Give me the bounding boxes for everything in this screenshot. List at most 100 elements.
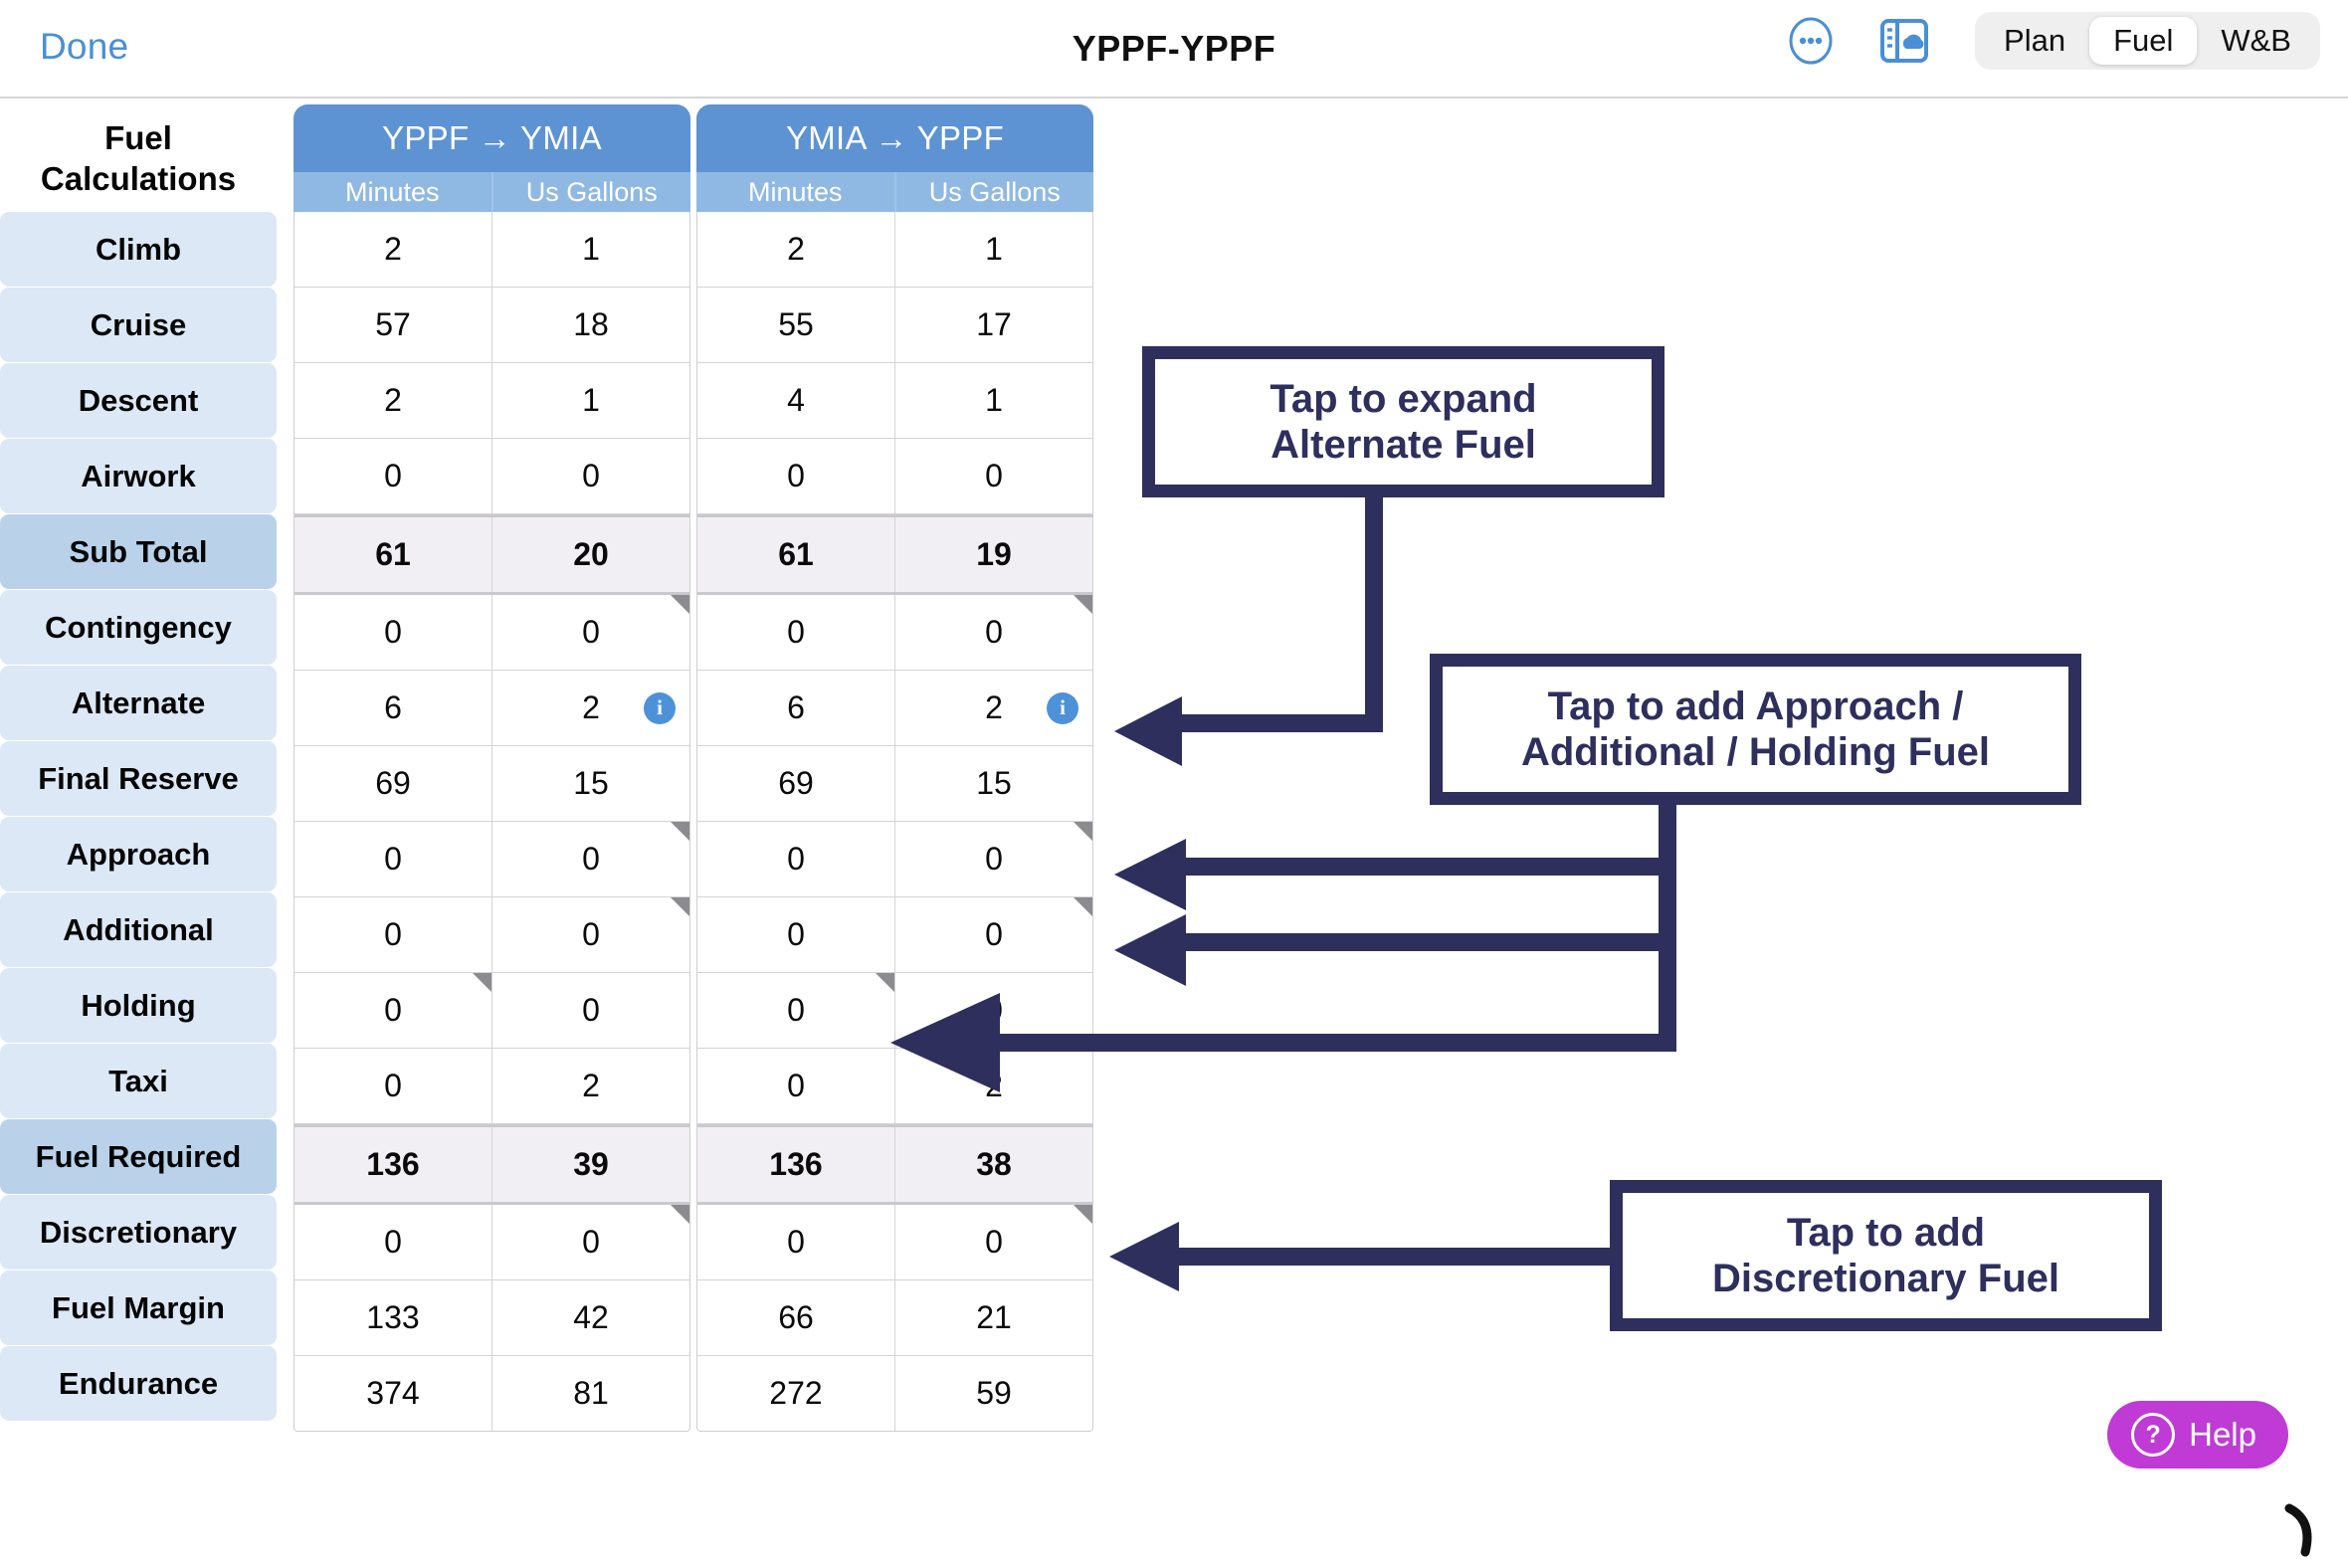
row-label-fuel-required[interactable]: Fuel Required <box>0 1119 277 1194</box>
cell-fuel-margin-gallons[interactable]: 42 <box>492 1280 689 1355</box>
cell-airwork-gallons[interactable]: 0 <box>492 439 689 513</box>
cell-sub-total-gallons[interactable]: 20 <box>492 517 689 592</box>
cell-endurance-minutes[interactable]: 374 <box>294 1356 492 1431</box>
cell-cruise-minutes[interactable]: 55 <box>697 288 895 362</box>
cell-contingency-minutes[interactable]: 0 <box>294 595 492 670</box>
cell-final-reserve-gallons[interactable]: 15 <box>492 746 689 821</box>
cell-fuel-margin-minutes[interactable]: 66 <box>697 1280 895 1355</box>
row-label-cruise[interactable]: Cruise <box>0 288 277 362</box>
cell-endurance-gallons[interactable]: 59 <box>895 1356 1092 1431</box>
cell-climb-gallons[interactable]: 1 <box>492 212 689 287</box>
cell-discretionary-gallons[interactable]: 0 <box>492 1205 689 1279</box>
cell-fuel-required-gallons[interactable]: 38 <box>895 1127 1092 1202</box>
cell-descent-minutes[interactable]: 4 <box>697 363 895 438</box>
cell-holding-gallons[interactable]: 0 <box>492 973 689 1048</box>
cell-discretionary-gallons[interactable]: 0 <box>895 1205 1092 1279</box>
row-label-taxi[interactable]: Taxi <box>0 1044 277 1118</box>
cell-sub-total-minutes[interactable]: 61 <box>697 517 895 592</box>
cell-final-reserve-gallons[interactable]: 15 <box>895 746 1092 821</box>
row-label-airwork[interactable]: Airwork <box>0 439 277 513</box>
cell-approach-minutes[interactable]: 0 <box>697 822 895 896</box>
cell-contingency-gallons[interactable]: 0 <box>895 595 1092 670</box>
segment-wb[interactable]: W&B <box>2221 23 2291 58</box>
info-icon[interactable]: i <box>1047 691 1078 724</box>
row-label-fuel-margin[interactable]: Fuel Margin <box>0 1271 277 1345</box>
row-label-approach[interactable]: Approach <box>0 817 277 891</box>
cell-contingency-minutes[interactable]: 0 <box>697 595 895 670</box>
cell-holding-gallons[interactable]: 0 <box>895 973 1092 1048</box>
cell-value: 2 <box>985 689 1003 725</box>
info-icon[interactable]: i <box>644 691 676 724</box>
cell-taxi-gallons[interactable]: 2 <box>492 1049 689 1123</box>
cell-approach-minutes[interactable]: 0 <box>294 822 492 896</box>
cell-approach-gallons[interactable]: 0 <box>895 822 1092 896</box>
cell-final-reserve-minutes[interactable]: 69 <box>294 746 492 821</box>
row-label-endurance[interactable]: Endurance <box>0 1346 277 1421</box>
cell-additional-gallons[interactable]: 0 <box>492 897 689 972</box>
cell-descent-minutes[interactable]: 2 <box>294 363 492 438</box>
cell-fuel-required-minutes[interactable]: 136 <box>294 1127 492 1202</box>
cell-alternate-minutes[interactable]: 6 <box>697 671 895 745</box>
ellipsis-circle-icon[interactable] <box>1782 12 1840 70</box>
help-button[interactable]: ? Help <box>2107 1401 2288 1469</box>
cell-additional-gallons[interactable]: 0 <box>895 897 1092 972</box>
cell-approach-gallons[interactable]: 0 <box>492 822 689 896</box>
row-label-contingency[interactable]: Contingency <box>0 590 277 665</box>
cell-airwork-minutes[interactable]: 0 <box>294 439 492 513</box>
annotation-3-line-1: Tap to add <box>1786 1211 1986 1255</box>
cell-additional-minutes[interactable]: 0 <box>294 897 492 972</box>
cell-fuel-required-gallons[interactable]: 39 <box>492 1127 689 1202</box>
cell-holding-minutes[interactable]: 0 <box>294 973 492 1048</box>
cell-cruise-gallons[interactable]: 18 <box>492 288 689 362</box>
briefing-cloud-icon[interactable] <box>1875 12 1933 70</box>
done-button[interactable]: Done <box>40 26 129 67</box>
cell-alternate-minutes[interactable]: 6 <box>294 671 492 745</box>
cell-holding-minutes[interactable]: 0 <box>697 973 895 1048</box>
cell-sub-total-minutes[interactable]: 61 <box>294 517 492 592</box>
cell-final-reserve-minutes[interactable]: 69 <box>697 746 895 821</box>
cell-fuel-margin-minutes[interactable]: 133 <box>294 1280 492 1355</box>
cell-airwork-minutes[interactable]: 0 <box>697 439 895 513</box>
view-mode-segmented-control[interactable]: Plan Fuel W&B <box>1975 12 2320 70</box>
cell-taxi-gallons[interactable]: 2 <box>895 1049 1092 1123</box>
cell-climb-gallons[interactable]: 1 <box>895 212 1092 287</box>
cell-cruise-minutes[interactable]: 57 <box>294 288 492 362</box>
cell-climb-minutes[interactable]: 2 <box>294 212 492 287</box>
cell-fuel-required-minutes[interactable]: 136 <box>697 1127 895 1202</box>
cell-airwork-gallons[interactable]: 0 <box>895 439 1092 513</box>
cell-fuel-margin-gallons[interactable]: 21 <box>895 1280 1092 1355</box>
row-label-additional[interactable]: Additional <box>0 892 277 967</box>
cell-taxi-minutes[interactable]: 0 <box>697 1049 895 1123</box>
row-label-alternate[interactable]: Alternate <box>0 666 277 740</box>
cell-descent-gallons[interactable]: 1 <box>492 363 689 438</box>
cell-sub-total-gallons[interactable]: 19 <box>895 517 1092 592</box>
cell-descent-gallons[interactable]: 1 <box>895 363 1092 438</box>
cell-climb-minutes[interactable]: 2 <box>697 212 895 287</box>
segment-fuel[interactable]: Fuel <box>2089 17 2198 65</box>
row-label-holding[interactable]: Holding <box>0 968 277 1043</box>
cell-value: 0 <box>384 1224 402 1260</box>
segment-plan[interactable]: Plan <box>2004 23 2066 58</box>
cell-taxi-minutes[interactable]: 0 <box>294 1049 492 1123</box>
cell-endurance-gallons[interactable]: 81 <box>492 1356 689 1431</box>
help-label: Help <box>2189 1416 2256 1453</box>
cell-additional-minutes[interactable]: 0 <box>697 897 895 972</box>
cell-discretionary-minutes[interactable]: 0 <box>697 1205 895 1279</box>
cell-value: 133 <box>366 1299 420 1335</box>
row-label-sub-total[interactable]: Sub Total <box>0 514 277 589</box>
cell-contingency-gallons[interactable]: 0 <box>492 595 689 670</box>
row-label-climb[interactable]: Climb <box>0 212 277 287</box>
cell-endurance-minutes[interactable]: 272 <box>697 1356 895 1431</box>
cell-value: 6 <box>787 689 805 725</box>
row-label-discretionary[interactable]: Discretionary <box>0 1195 277 1270</box>
row-label-final-reserve[interactable]: Final Reserve <box>0 741 277 816</box>
cell-discretionary-minutes[interactable]: 0 <box>294 1205 492 1279</box>
cell-cruise-gallons[interactable]: 17 <box>895 288 1092 362</box>
row-label-descent[interactable]: Descent <box>0 363 277 438</box>
